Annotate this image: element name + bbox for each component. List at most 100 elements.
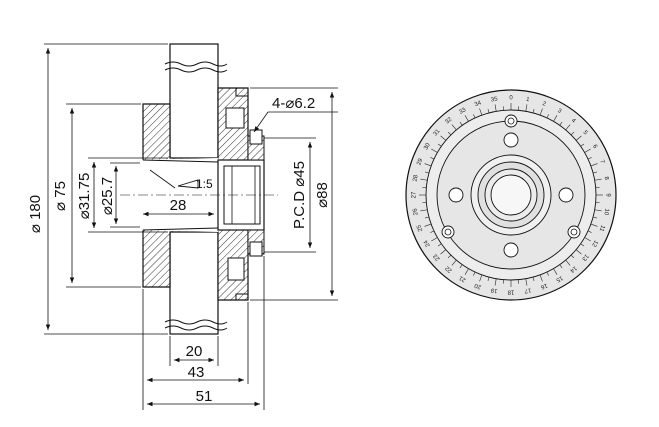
- dial-tick: [494, 104, 497, 112]
- dial-number: 32: [444, 116, 453, 125]
- dial-number: 13: [580, 253, 589, 262]
- dial-tick: [487, 108, 490, 113]
- dial-tick: [565, 124, 571, 131]
- dial-tick: [580, 143, 585, 147]
- dial-number: 12: [590, 239, 599, 248]
- dial-tick: [424, 163, 432, 167]
- mount-hole-right: [558, 187, 574, 203]
- label-20: 20: [186, 343, 203, 360]
- dial-tick: [424, 216, 429, 219]
- dial-tick: [420, 209, 428, 212]
- dial-number: 10: [602, 208, 609, 216]
- dial-tick: [590, 223, 598, 227]
- dial-tick: [430, 230, 435, 233]
- label-43: 43: [188, 364, 205, 381]
- dial-tick: [440, 135, 447, 141]
- dial-tick: [431, 148, 438, 153]
- dial-tick: [424, 171, 429, 174]
- dial-number: 31: [433, 128, 442, 137]
- dial-tick: [440, 249, 447, 255]
- label-28: 28: [170, 197, 187, 214]
- dial-number: 19: [490, 286, 498, 293]
- dial-tick: [459, 121, 463, 126]
- dial-tick: [587, 230, 592, 233]
- dial-number: 3: [556, 108, 562, 115]
- dial-tick: [590, 163, 598, 167]
- dial-tick: [424, 223, 432, 227]
- dial-number: 26: [412, 207, 419, 215]
- dial-number: 11: [598, 224, 606, 233]
- dial-number: 22: [444, 264, 453, 273]
- dial-tick: [451, 259, 457, 266]
- dial-tick: [539, 274, 543, 282]
- dial-tick: [594, 209, 602, 212]
- dial-tick: [570, 131, 575, 136]
- dial-tick: [532, 277, 535, 282]
- label-pcd: P.C.D ⌀45: [291, 161, 308, 229]
- label-d75: ⌀ 75: [52, 181, 69, 211]
- dial-tick: [473, 271, 476, 276]
- dial-tick: [451, 124, 457, 131]
- label-d88: ⌀88: [314, 182, 331, 208]
- dial-number: 9: [604, 193, 610, 197]
- dial-tick: [546, 271, 549, 276]
- dial-tick: [584, 148, 591, 153]
- dial-number: 15: [554, 274, 563, 283]
- dial-tick: [546, 114, 549, 119]
- dial-tick: [525, 278, 528, 286]
- dimensions: [44, 43, 338, 410]
- dial-number: 25: [416, 223, 424, 232]
- dimension-labels: ⌀ 180 ⌀ 75 ⌀31.75 ⌀25.7 28 1:5 4-⌀6.2 P.…: [27, 95, 331, 405]
- screw-top: [504, 114, 518, 128]
- dial-number: 21: [458, 274, 467, 283]
- mount-hole-left: [448, 187, 464, 203]
- dial-tick: [479, 274, 483, 282]
- dial-tick: [580, 243, 585, 247]
- label-d25: ⌀25.7: [99, 177, 116, 215]
- dial-tick: [487, 277, 490, 282]
- dial-tick: [464, 268, 469, 275]
- dial-number: 1: [526, 97, 531, 104]
- dial-tick: [559, 264, 563, 269]
- dial-tick: [479, 108, 483, 116]
- dial-tick: [525, 104, 528, 112]
- dial-number: 33: [458, 107, 467, 116]
- dial-tick: [559, 121, 563, 126]
- dial-number: 18: [507, 288, 514, 294]
- dial-tick: [494, 278, 497, 286]
- label-d31: ⌀31.75: [76, 173, 93, 220]
- dial-number: 34: [474, 100, 483, 108]
- label-51: 51: [196, 388, 213, 405]
- dial-tick: [539, 108, 543, 116]
- dial-number: 23: [432, 252, 441, 261]
- dial-tick: [553, 268, 558, 275]
- section-view: ⌀ 180 ⌀ 75 ⌀31.75 ⌀25.7 28 1:5 4-⌀6.2 P.…: [27, 43, 338, 410]
- dial-tick: [594, 178, 602, 181]
- dial-tick: [459, 264, 463, 269]
- dial-number: 30: [423, 142, 432, 151]
- dial-tick: [593, 171, 598, 174]
- dial-tick: [584, 237, 591, 242]
- dial-tick: [431, 237, 438, 242]
- dial-number: 17: [523, 286, 531, 293]
- screw-left: [441, 225, 455, 239]
- taper-indicator: [149, 169, 199, 189]
- dial-tick: [575, 135, 582, 141]
- dial-number: 2: [541, 101, 547, 108]
- label-holes: 4-⌀6.2: [272, 95, 315, 112]
- dial-number: 28: [413, 174, 420, 182]
- label-d180: ⌀ 180: [27, 195, 44, 233]
- dial-tick: [437, 143, 442, 147]
- dial-number: 7: [598, 159, 605, 165]
- dial-tick: [473, 114, 476, 119]
- dial-number: 8: [603, 176, 610, 181]
- dial-number: 6: [591, 144, 598, 150]
- dial-number: 0: [509, 96, 513, 102]
- mount-hole-top: [503, 132, 519, 148]
- screw-right: [567, 225, 581, 239]
- dial-number: 24: [423, 238, 432, 247]
- dial-tick: [437, 243, 442, 247]
